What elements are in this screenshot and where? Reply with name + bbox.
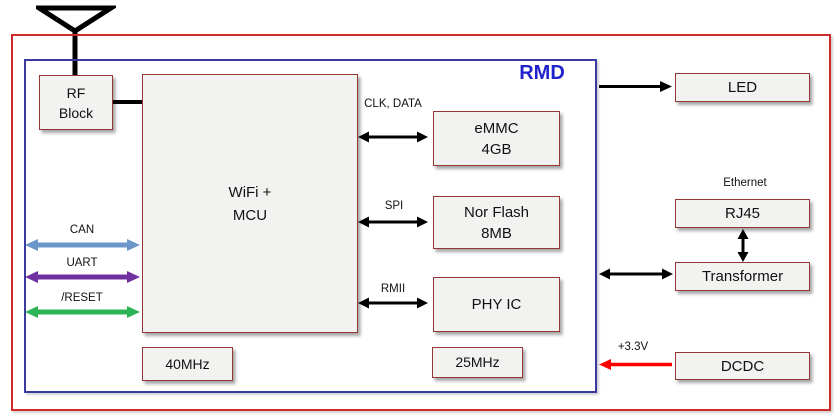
rmii-arrow <box>358 297 428 309</box>
spi-label: SPI <box>384 200 404 212</box>
reset-label: /RESET <box>61 292 103 304</box>
rf-block: RF Block <box>39 75 113 130</box>
crystal-25mhz-block: 25MHz <box>432 347 523 378</box>
reset-bus-arrow <box>25 306 140 318</box>
rj45-transformer-arrow <box>737 229 749 262</box>
nor-flash-block: Nor Flash 8MB <box>433 196 560 249</box>
rmd-module-outline <box>24 59 597 393</box>
rj45-block: RJ45 <box>675 199 810 228</box>
led-block: LED <box>675 73 810 102</box>
transformer-arrow <box>599 268 673 280</box>
clk-data-label: CLK, DATA <box>364 98 422 110</box>
power-3v3-arrow <box>599 359 672 370</box>
rf-mcu-connector-line <box>111 100 144 104</box>
can-bus-arrow <box>25 239 140 251</box>
phy-ic-block: PHY IC <box>433 277 560 332</box>
power-3v3-label: +3.3V <box>617 341 649 353</box>
led-arrow <box>599 81 672 92</box>
wifi-mcu-block: WiFi + MCU <box>142 74 358 333</box>
emmc-block: eMMC 4GB <box>433 111 560 166</box>
dcdc-block: DCDC <box>675 352 810 380</box>
can-label: CAN <box>69 224 95 236</box>
spi-arrow <box>358 216 428 228</box>
crystal-40mhz-block: 40MHz <box>142 347 233 381</box>
clk-data-arrow <box>358 131 428 143</box>
antenna-icon <box>36 5 116 77</box>
module-title: RMD <box>519 62 565 84</box>
ethernet-label: Ethernet <box>723 177 767 189</box>
uart-bus-arrow <box>25 271 140 283</box>
rmii-label: RMII <box>380 283 406 295</box>
uart-label: UART <box>66 257 98 269</box>
board-outline <box>11 34 831 411</box>
transformer-block: Transformer <box>675 262 810 291</box>
